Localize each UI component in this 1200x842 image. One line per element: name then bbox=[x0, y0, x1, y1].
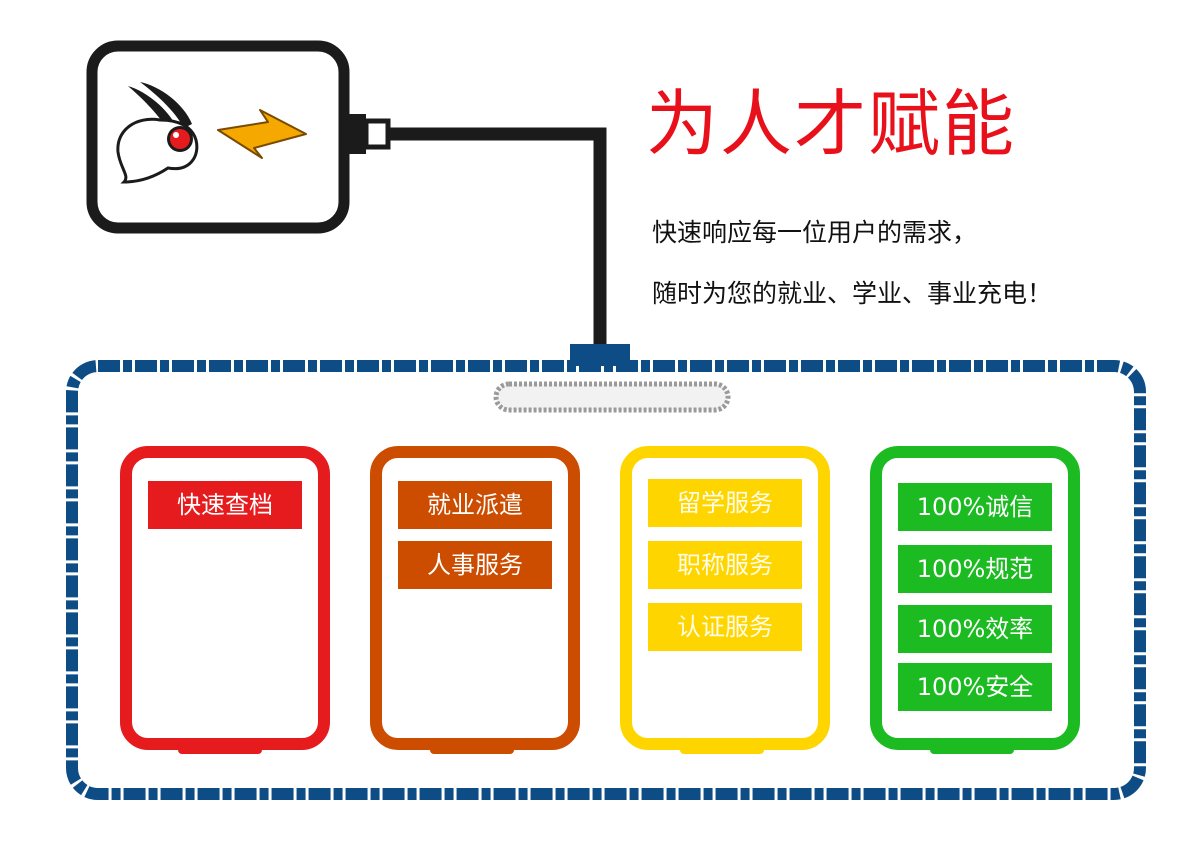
tag-certification-services: 认证服务 bbox=[648, 603, 802, 651]
tag-title-services: 职称服务 bbox=[648, 541, 802, 589]
tag-efficiency: 100%效率 bbox=[898, 605, 1052, 653]
tag-integrity: 100%诚信 bbox=[898, 483, 1052, 531]
tag-employment-dispatch: 就业派遣 bbox=[398, 481, 552, 529]
tagline-line-2: 随时为您的就业、学业、事业充电！ bbox=[652, 279, 1053, 308]
tag-security: 100%安全 bbox=[898, 663, 1052, 711]
tag-study-abroad: 留学服务 bbox=[648, 479, 802, 527]
page-headline: 为人才赋能 bbox=[646, 82, 1017, 166]
tag-standardization: 100%规范 bbox=[898, 545, 1052, 593]
charging-cable bbox=[388, 127, 607, 346]
plug-connector bbox=[363, 118, 391, 150]
tag-quick-archive-lookup: 快速查档 bbox=[148, 481, 302, 529]
tag-hr-services: 人事服务 bbox=[398, 541, 552, 589]
lightning-bolt-icon bbox=[217, 109, 307, 159]
tagline-line-1: 快速响应每一位用户的需求， bbox=[652, 218, 978, 247]
rabbit-icon bbox=[116, 82, 199, 184]
plug-tip bbox=[344, 114, 366, 154]
tray-slot bbox=[493, 381, 731, 413]
